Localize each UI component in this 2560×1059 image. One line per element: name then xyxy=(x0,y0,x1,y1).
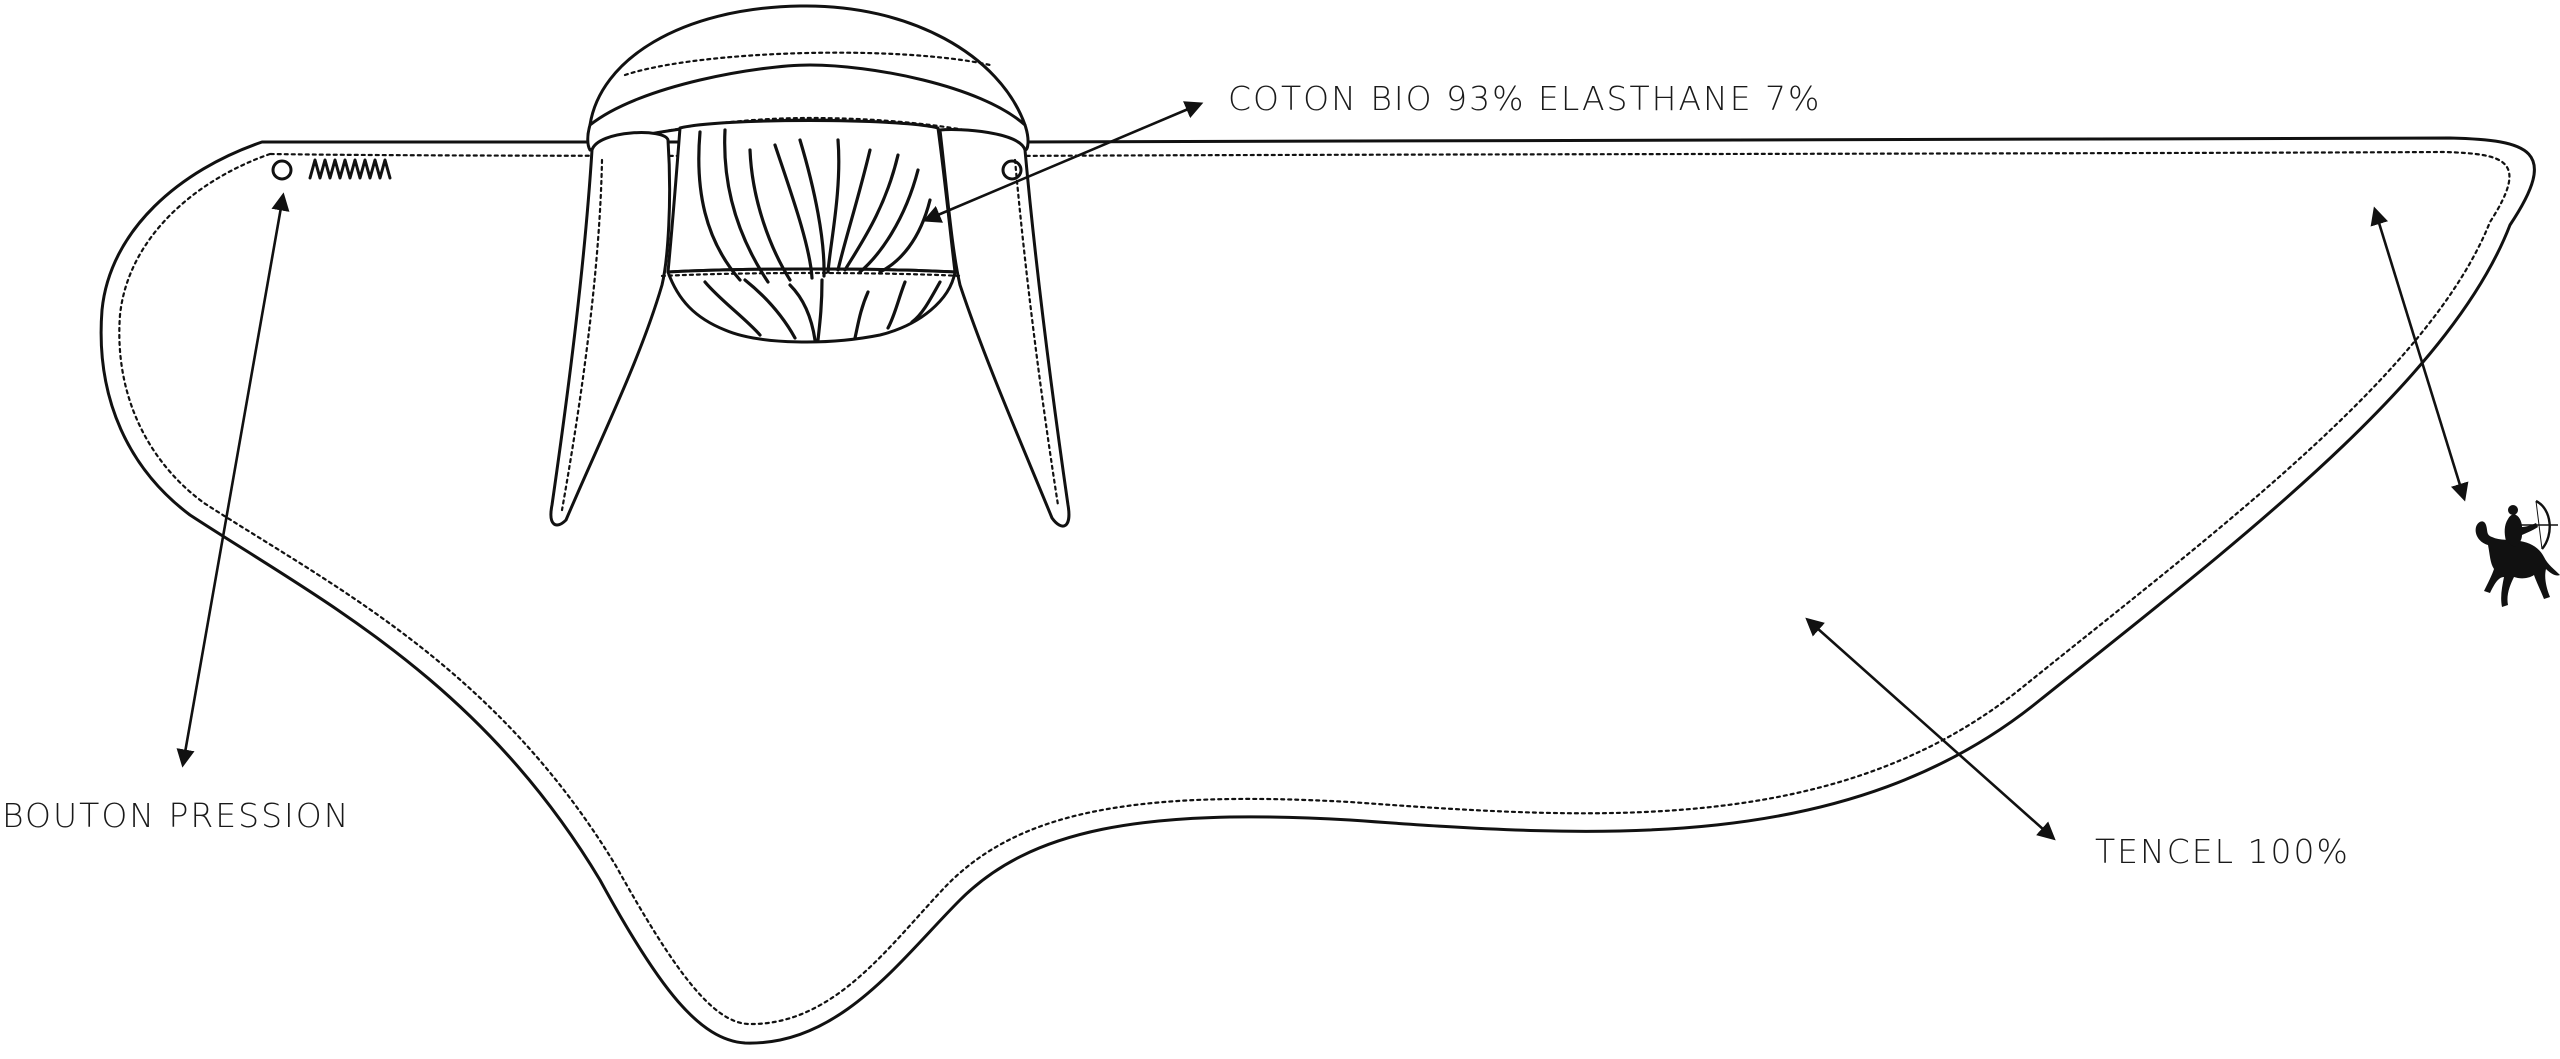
arrow-snap-button xyxy=(176,192,290,768)
rider-head xyxy=(2508,505,2518,515)
zigzag-stitch xyxy=(308,158,392,180)
hood-gathered-pouch xyxy=(666,267,957,344)
arrow-fabric-lining xyxy=(1805,617,2056,841)
polo-archer-horseman-logo xyxy=(2475,499,2560,607)
hood-flap-left-stitch xyxy=(560,158,604,512)
horse-silhouette xyxy=(2475,521,2560,607)
cape-topstitch xyxy=(118,150,2511,1026)
hood-crown-stitch xyxy=(623,51,992,77)
hood-gather-pleats xyxy=(697,128,942,342)
snap-button-left xyxy=(271,158,392,181)
bow xyxy=(2535,499,2551,550)
cape-body xyxy=(99,136,2536,1045)
arrow-fabric-main xyxy=(922,101,1204,223)
rider-silhouette xyxy=(2504,514,2538,547)
label-fabric-lining: TENCEL 100% xyxy=(2095,832,2350,871)
hood-center-panel xyxy=(666,119,957,274)
cape-outline xyxy=(99,136,2536,1045)
arrow-logo xyxy=(2370,206,2469,502)
hood-flap-left xyxy=(549,131,672,527)
label-snap-button: BOUTON PRESSION xyxy=(2,796,350,835)
snap-button-circle-icon xyxy=(271,159,293,181)
label-fabric-main: COTON BIO 93% ELASTHANE 7% xyxy=(1228,79,1821,118)
